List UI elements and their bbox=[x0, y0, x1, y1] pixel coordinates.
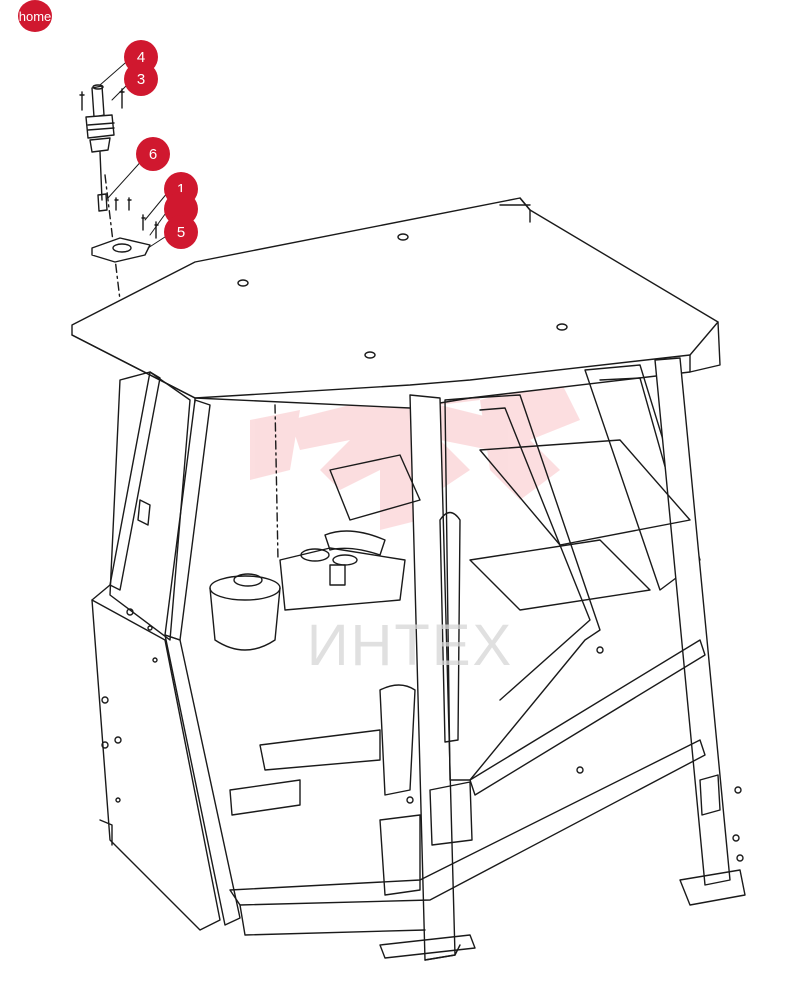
rear-right-pillar bbox=[654, 357, 746, 906]
assembly-dash-lines bbox=[104, 174, 279, 561]
front-left-door-frame bbox=[109, 371, 241, 926]
cab-roof bbox=[71, 197, 721, 409]
roof-bolts bbox=[237, 233, 568, 359]
callout-3[interactable]: 3 bbox=[124, 62, 158, 96]
left-side-panel bbox=[91, 584, 221, 931]
left-pillar bbox=[109, 371, 211, 641]
beacon-lamp-assembly bbox=[79, 84, 159, 263]
home-button[interactable]: home bbox=[18, 0, 52, 32]
front-right-pillar bbox=[379, 394, 476, 961]
callout-5[interactable]: 5 bbox=[164, 215, 198, 249]
callout-6[interactable]: 6 bbox=[136, 137, 170, 171]
cab-interior bbox=[209, 439, 691, 896]
cab-floor-frame bbox=[229, 639, 706, 936]
